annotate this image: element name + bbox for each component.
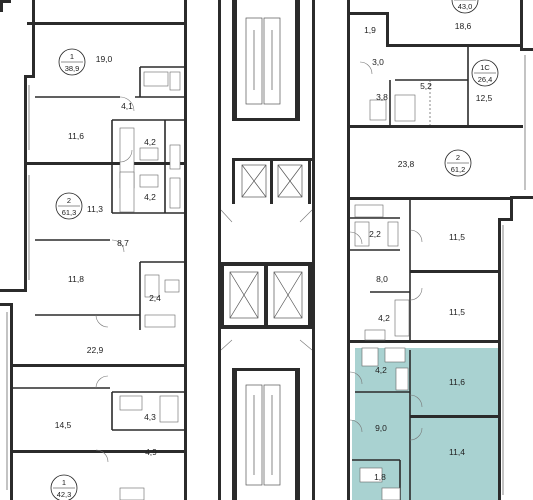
room-area: 4,2 [144, 137, 156, 147]
apartment-area: 42,3 [57, 490, 72, 499]
room-area: 2,4 [149, 293, 161, 303]
apartment-badge[interactable]: 2 61,3 [55, 192, 83, 220]
room-area: 4,9 [145, 447, 157, 457]
room-area: 4,1 [121, 101, 133, 111]
apartment-number: 2 [67, 196, 71, 205]
room-area: 4,2 [378, 313, 390, 323]
room-area: 9,0 [375, 423, 387, 433]
room-area: 4,2 [144, 192, 156, 202]
highlighted-apartment-fill [352, 348, 500, 500]
apartment-area: 26,4 [478, 75, 493, 84]
room-area: 3,8 [376, 92, 388, 102]
room-area: 1,9 [364, 25, 376, 35]
right-wing-fixtures [349, 61, 423, 500]
stair-and-lift-core [218, 0, 315, 500]
room-area: 11,5 [449, 307, 465, 317]
room-area: 19,0 [96, 54, 113, 64]
apartment-badge[interactable]: 1 38,9 [58, 48, 86, 76]
apartment-area: 61,3 [62, 208, 77, 217]
room-area: 11,6 [449, 377, 465, 387]
room-area: 11,6 [68, 131, 84, 141]
room-area: 22,9 [87, 345, 104, 355]
room-area: 12,5 [476, 93, 493, 103]
room-area: 8,7 [117, 238, 129, 248]
room-area: 5,2 [420, 81, 432, 91]
left-wing-fixtures [95, 71, 181, 500]
room-area-labels: 19,0 4,1 11,6 4,2 4,2 11,3 8,7 11,8 2,4 … [55, 21, 493, 482]
room-area: 11,5 [449, 232, 465, 242]
apartment-number: 2 [456, 153, 460, 162]
apartment-number: 1С [480, 63, 490, 72]
apartment-badge[interactable]: 2 61,2 [444, 149, 472, 177]
apartment-area: 38,9 [65, 64, 80, 73]
room-area: 11,4 [449, 447, 465, 457]
room-area: 4,2 [375, 365, 387, 375]
apartment-badge[interactable]: 1С 26,4 [471, 59, 499, 87]
room-area: 11,8 [68, 274, 84, 284]
apartment-number: 1 [70, 52, 74, 61]
room-area: 4,3 [144, 412, 156, 422]
room-area: 3,0 [372, 57, 384, 67]
room-area: 8,0 [376, 274, 388, 284]
apartment-badge[interactable]: 43,0 [451, 0, 479, 14]
room-area: 11,3 [87, 204, 103, 214]
room-area: 14,5 [55, 420, 72, 430]
room-area: 1,8 [374, 472, 386, 482]
left-wing [0, 0, 187, 500]
highlighted-apartment[interactable] [352, 348, 500, 500]
apartment-area: 61,2 [451, 165, 466, 174]
apartment-area: 43,0 [458, 2, 473, 11]
room-area: 18,6 [455, 21, 472, 31]
apartment-badge[interactable]: 1 42,3 [50, 474, 78, 500]
room-area: 2,2 [369, 229, 381, 239]
room-area: 23,8 [398, 159, 415, 169]
apartment-number: 1 [62, 478, 66, 487]
